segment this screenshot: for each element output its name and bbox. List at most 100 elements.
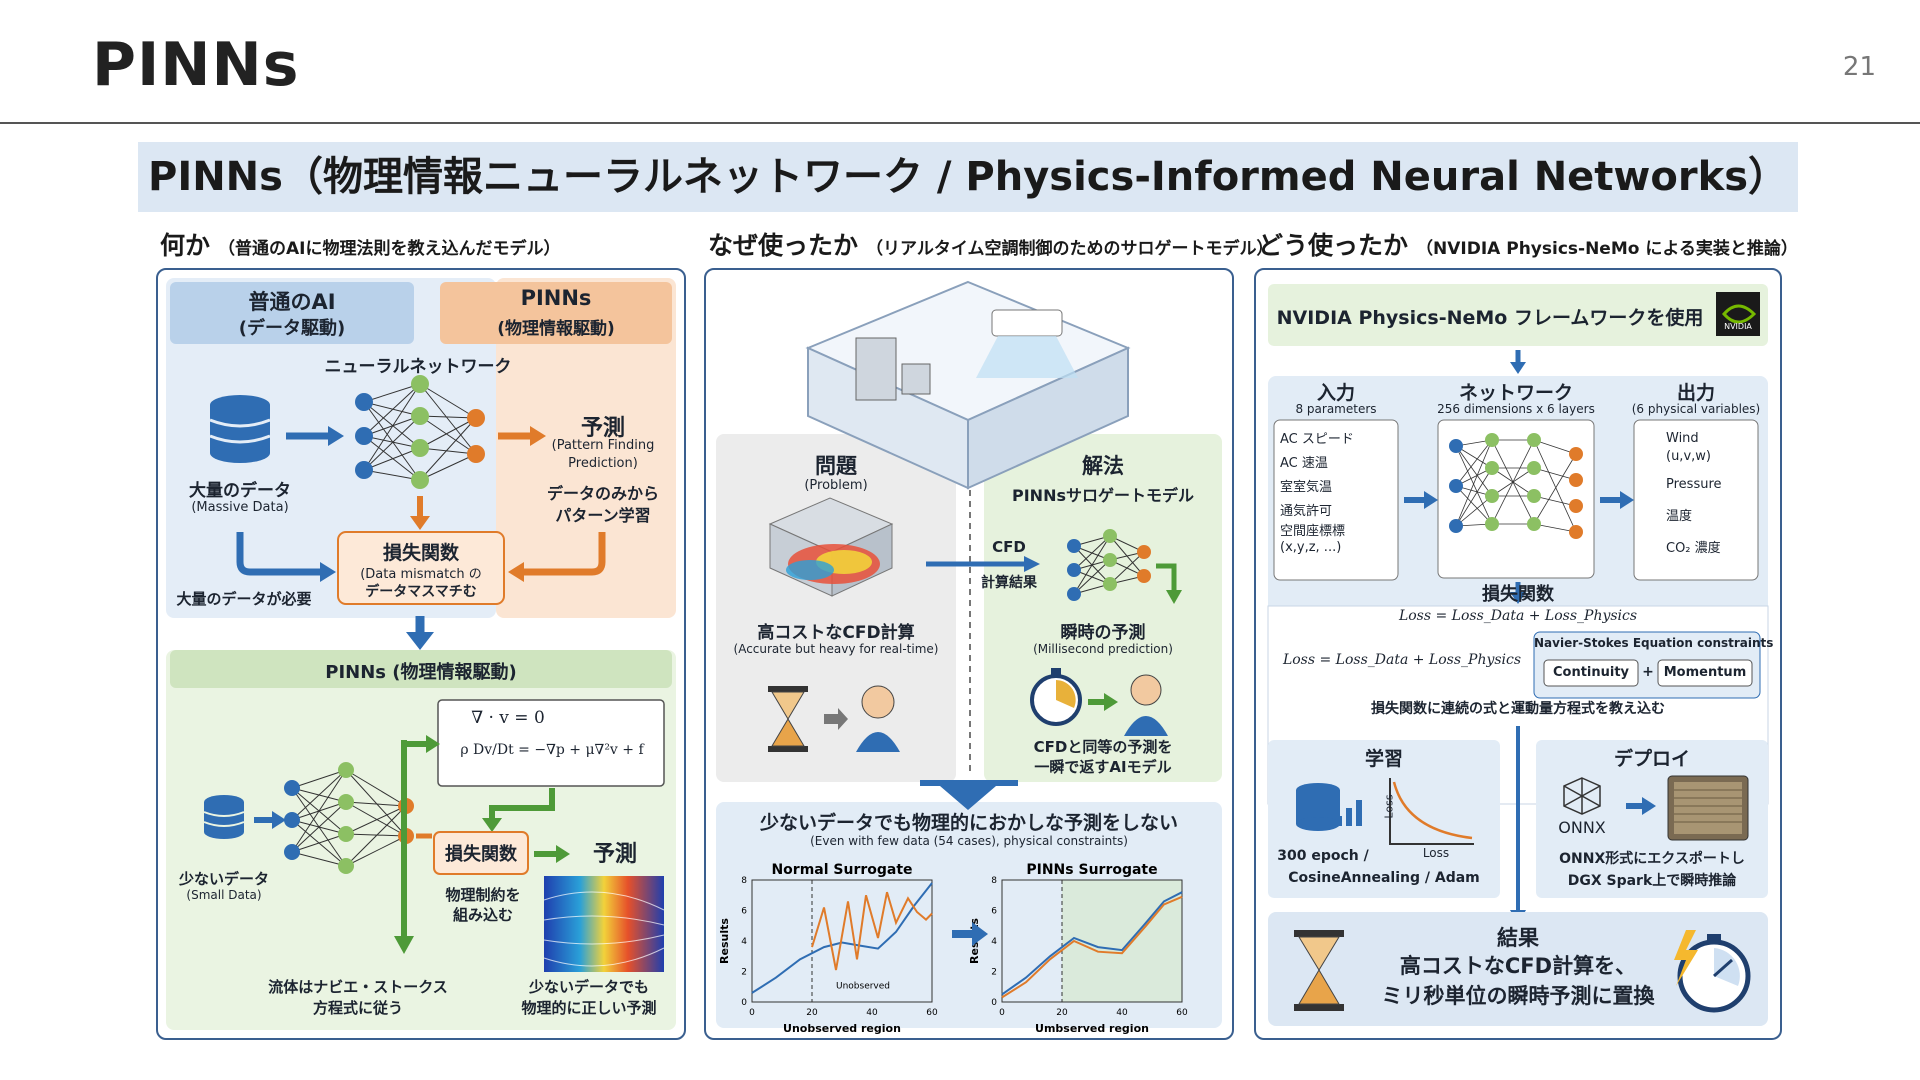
cfd-room-image [768,497,894,597]
output-item-co2: CO₂ 濃度 [1666,541,1721,556]
navier-1: 流体はナビエ・ストークス [268,978,448,996]
cfd-cost-en: (Accurate but heavy for real-time) [733,642,939,656]
phys-constraint-1: 物理制約を [445,886,521,904]
pattern-learn-2: パターン学習 [555,506,651,525]
x-axis-label: Umbserved region [1035,1022,1149,1035]
input-item-ac-temp: AC 速温 [1280,456,1328,471]
x-tick-label: 0 [749,1008,755,1018]
pinns-nn-small-nodes [1067,529,1151,601]
pinns-area [496,278,676,618]
input-title: 入力 [1316,382,1355,404]
input-list: AC スピード AC 速温 室室気温 通気許可 空間座標標 (x,y,z, ..… [1280,428,1398,556]
train-database-icon [1296,783,1340,831]
output-list: Wind (u,v,w) Pressure 温度 CO₂ 濃度 [1666,430,1758,558]
pattern-learn-1: データのみから [546,484,659,503]
output-item-wind: Wind [1666,431,1699,446]
y-tick-label: 2 [741,968,747,978]
ns-constraints: Navier-Stokes Equation constraints [1534,636,1774,650]
result-stopwatch-icon [1674,930,1751,1013]
navier-2: 方程式に従う [312,999,403,1017]
slide-title: PINNs [92,30,300,100]
train-loss-axis: Loss [1382,794,1396,819]
small-database-icon [203,795,245,839]
loss-box [337,531,505,605]
x-tick-label: 60 [1176,1008,1188,1018]
equation-1: ∇ · v = 0 [471,708,545,728]
normal-ai-sub: (データ駆動) [238,318,346,339]
continuity-box [1543,659,1639,687]
result-line-1: 高コストなCFD計算を、 [1399,954,1637,978]
predict-en1: (Pattern Finding [551,438,655,453]
small-data: 少ないデータ [178,870,269,888]
series-line-1 [811,891,933,971]
result-line-2: ミリ秒単位の瞬時予測に置換 [1381,984,1655,1008]
train-line-2: CosineAnnealing / Adam [1288,870,1480,886]
col2-heading: なぜ使ったか（リアルタイム空調制御のためのサロゲートモデル） [708,226,1274,262]
loss-title: 損失関数 [382,542,459,564]
plus-label: + [1642,664,1654,680]
panel-how-graphics [1267,284,1769,1026]
output-item-pressure: Pressure [1666,477,1722,492]
chart-title: PINNs Surrogate [1026,862,1157,878]
input-box [1273,419,1399,581]
bottom-sub: (Even with few data (54 cases), physical… [810,834,1128,848]
banner-title: PINNs（物理情報ニューラルネットワーク / Physics-Informed… [148,154,1788,200]
pinns-header [440,282,672,344]
data-label: 大量のデータ [189,481,291,501]
title-rule [0,122,1920,124]
nvidia-logo-text: NVIDIA [1724,322,1752,331]
arrow-pattern-to-loss [522,532,606,576]
output-sub: (6 physical variables) [1631,402,1761,416]
arrow-down-bottom [920,780,1018,810]
framework-box [1268,284,1768,346]
momentum-label: Momentum [1663,665,1747,680]
y-tick-label: 8 [991,876,997,886]
deploy-line-2: DGX Spark上で瞬時推論 [1567,873,1737,889]
momentum-box [1657,659,1753,687]
network-nn [1455,439,1577,533]
col2-heading-main: なぜ使ったか [708,231,859,260]
loss-eq-2: Loss = Loss_Data + Loss_Physics [1282,652,1522,668]
loss-title-3: 損失関数 [1482,584,1554,605]
happy-person-icon [1124,674,1168,736]
input-item-ac-speed: AC スピード [1280,432,1354,447]
infographic-banner: PINNs（物理情報ニューラルネットワーク / Physics-Informed… [138,142,1798,212]
data-label-en: (Massive Data) [191,500,289,515]
ai-model-2: 一瞬で返すAIモデル [1034,758,1172,776]
output-item-uvw: (u,v,w) [1666,449,1711,464]
bottom-title: 少ないデータでも物理的におかしな予測をしない [759,812,1178,834]
predict-en2: Prediction) [568,456,638,471]
predict-label: 予測 [580,416,625,441]
hourglass-icon [768,686,808,752]
correct-2: 物理的に正しい予測 [521,999,657,1017]
flow-lines [543,891,665,967]
stressed-person-icon [856,685,900,752]
result-title: 結果 [1497,926,1539,950]
col1-subheading: （普通のAIに物理法則を教え込んだモデル） [218,239,561,259]
predict2-label: 予測 [592,842,637,867]
series-line-1 [1001,895,1183,999]
panel-what-graphics [166,278,676,1030]
x-tick-label: 40 [1116,1008,1128,1018]
col3-subheading: （NVIDIA Physics-NeMo による実装と推論） [1416,239,1798,259]
x-tick-label: 20 [1056,1008,1068,1018]
col3-heading-main: どう使ったか [1258,231,1409,260]
y-tick-label: 0 [991,998,997,1008]
plot-frame [751,879,933,1003]
result-hourglass-icon [1294,930,1344,1011]
arrow-data-to-loss [236,532,320,576]
train-loss-x: Loss [1422,846,1450,860]
series-line-0 [751,882,933,994]
cfd-cost: 高コストなCFD計算 [757,623,915,643]
solution-title: 解法 [1082,454,1124,478]
x-tick-label: 60 [926,1008,938,1018]
network-sub: 256 dimensions x 6 layers [1437,402,1595,416]
y-tick-label: 4 [991,937,997,947]
col1-heading-main: 何か [160,231,211,260]
pinns-bar-label: PINNs (物理情報駆動) [325,662,517,683]
output-title: 出力 [1676,382,1715,404]
pinns-bar [170,650,672,688]
x-axis-label: Unobserved region [783,1022,901,1035]
